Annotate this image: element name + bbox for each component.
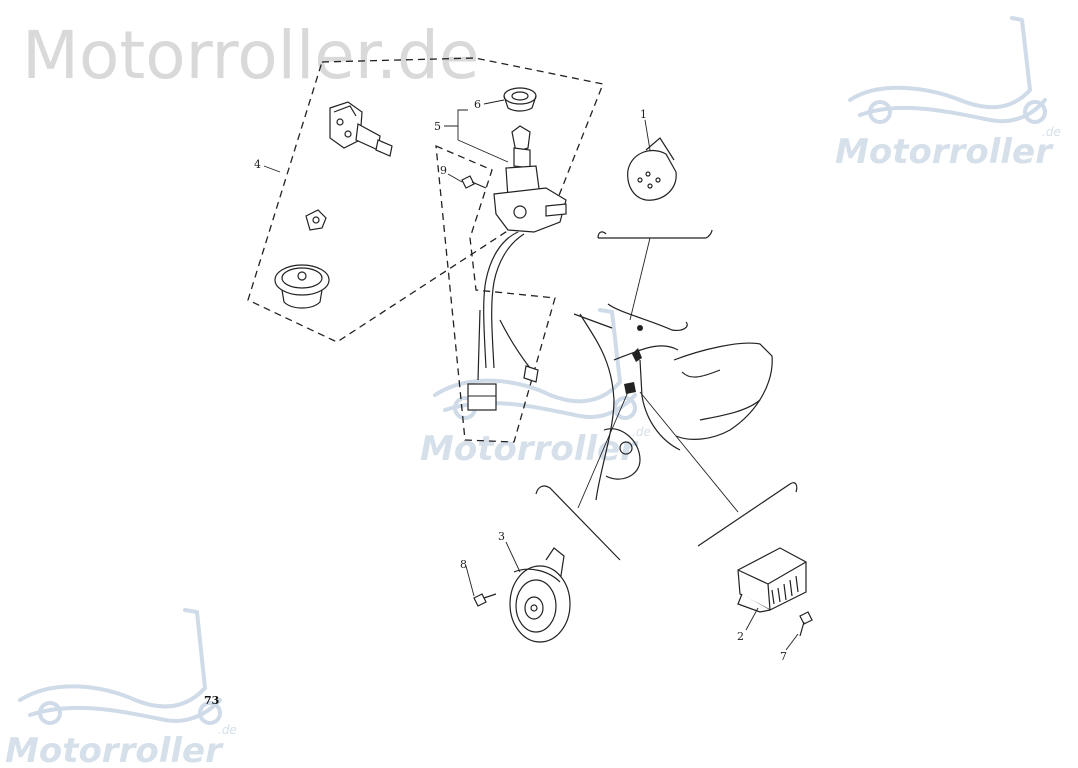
watermark-logo-top-right: Motorroller .de [835,16,1061,172]
leader-1 [644,119,651,151]
fuel-cap-part [274,264,330,309]
callout-7: 7 [780,650,787,663]
regulator-part [737,547,807,613]
leader-4 [263,165,281,173]
watermark-logo-bottom-left: Motorroller .de [5,608,237,768]
scooter-outline [573,229,773,501]
page-number: 73 [204,694,219,707]
callout-5: 5 [434,120,441,133]
lock-cap-part [503,87,537,112]
callout-9: 9 [440,164,447,177]
leader-9 [447,173,463,183]
bracket-horn [535,485,621,561]
callout-2: 2 [737,630,744,643]
screw-9-part [461,175,487,189]
scooter-logo-icon [848,16,1047,124]
screw-8-part [473,593,497,607]
leader-5 [444,109,509,163]
callout-1: 1 [640,108,647,121]
leader-horn [577,391,629,509]
horn-part [509,547,571,643]
callout-4: 4 [254,158,261,171]
watermark-logo-text: Motorroller [5,731,224,768]
watermark-main-text: Motorroller.de [22,17,479,94]
leader-6 [483,99,505,105]
leader-regulator [639,391,739,513]
ignition-switch-part [467,125,567,411]
callout-8: 8 [460,558,467,571]
screw-7-part [799,611,813,637]
callout-3: 3 [498,530,505,543]
leader-2 [745,607,759,631]
clip-part [305,209,327,231]
watermark-logo-suffix: .de [1042,125,1061,139]
watermark-logo-suffix: .de [632,425,651,439]
seat-lock-part [329,101,393,157]
leader-8 [465,565,475,597]
scooter-logo-icon [433,308,637,420]
leader-7 [785,633,799,651]
scooter-logo-icon [18,608,222,725]
watermark-logo-suffix: .de [218,723,237,737]
callout-6: 6 [474,98,481,111]
group-box-5 [435,144,556,443]
watermark-logo-text: Motorroller [420,429,639,469]
watermark-logo-text: Motorroller [835,132,1054,172]
bracket-regulator [697,482,798,547]
leader-3 [505,541,521,573]
part-1-connector [627,137,677,201]
group-box-4 [247,57,604,343]
